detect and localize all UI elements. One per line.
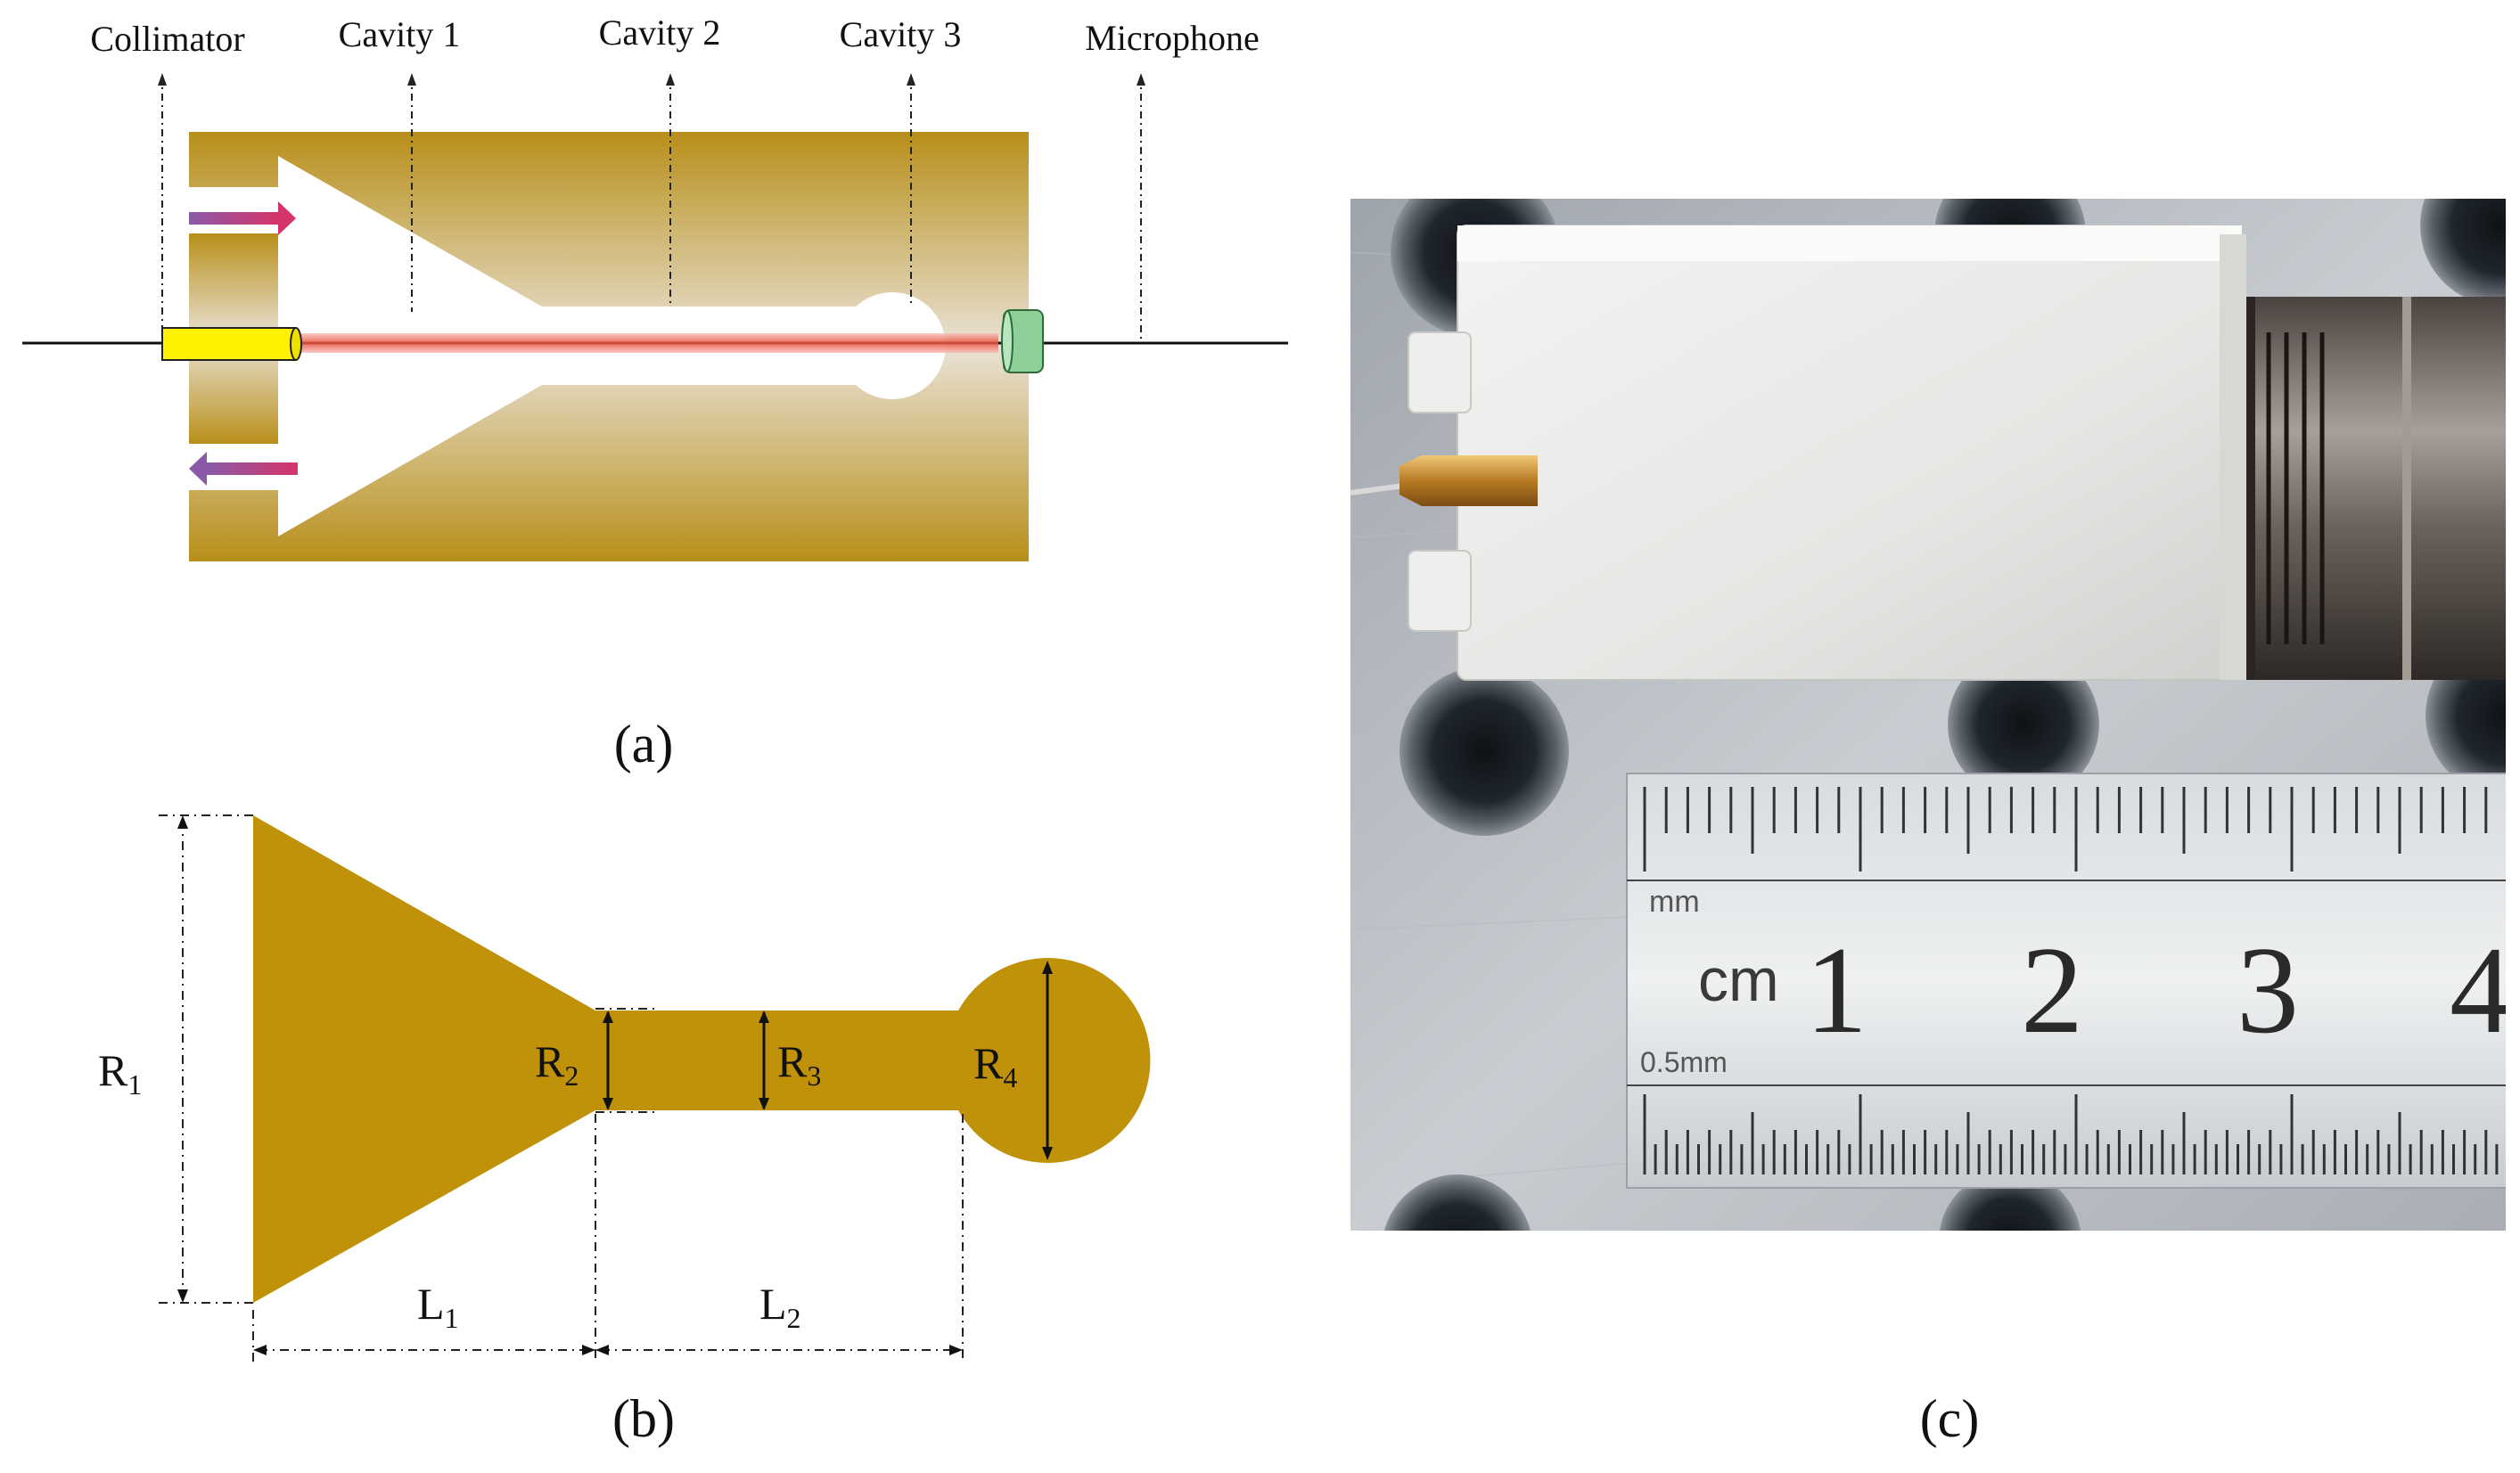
- label-r2: R2: [535, 1036, 579, 1092]
- hole: [2420, 199, 2506, 306]
- dimension-arrowheads: [177, 815, 1053, 1355]
- hole: [1400, 667, 1569, 836]
- label-cavity-2: Cavity 2: [599, 12, 721, 53]
- caption-a: (a): [614, 715, 674, 773]
- label-cavity-3: Cavity 3: [840, 14, 962, 54]
- microphone-face: [1001, 310, 1014, 372]
- ruler-unit-half-mm: 0.5mm: [1640, 1046, 1728, 1078]
- hole: [1383, 1174, 1531, 1231]
- ruler-number-1: 1: [1805, 921, 1867, 1060]
- caption-b: (b): [612, 1389, 675, 1448]
- collimator: [161, 327, 297, 361]
- photoacoustic-cell-block: [1408, 225, 2246, 681]
- label-r1: R1: [98, 1045, 142, 1101]
- label-r3: R3: [777, 1036, 821, 1092]
- leader-lines: [161, 76, 1142, 343]
- ruler-number-2: 2: [2021, 921, 2083, 1060]
- ruler-number-4: 4: [2450, 921, 2512, 1060]
- label-l1: L1: [417, 1279, 459, 1334]
- panel-c: mm cm 0.5mm 1 2 3 4 (c): [1350, 199, 2512, 1448]
- collimator-end: [290, 327, 302, 361]
- label-l2: L2: [759, 1279, 801, 1334]
- resonator-profile: [253, 815, 1151, 1303]
- leader-arrowheads: [158, 73, 1145, 86]
- label-collimator: Collimator: [90, 19, 244, 59]
- photo-setup: mm cm 0.5mm 1 2 3 4: [1350, 199, 2512, 1231]
- dimension-guides: [159, 814, 964, 1363]
- caption-c: (c): [1920, 1389, 1980, 1448]
- ruler: mm cm 0.5mm 1 2 3 4: [1626, 773, 2512, 1189]
- microphone-cylinder: [2237, 297, 2506, 680]
- ruler-bottom-ticks: [1643, 1094, 2499, 1174]
- gas-inlet-arrow: [189, 201, 296, 235]
- label-cavity-1: Cavity 1: [339, 14, 461, 54]
- ruler-top-ticks: [1643, 787, 2488, 872]
- hole: [1939, 1170, 2081, 1231]
- panel-b: R1 R2 R3 R4 L1 L2 (b): [98, 814, 1151, 1448]
- hole: [1948, 649, 2099, 800]
- gas-outlet-arrow: [189, 452, 298, 486]
- fiber-collimator: [1350, 455, 1538, 506]
- label-r4: R4: [973, 1038, 1017, 1093]
- ruler-unit-cm: cm: [1698, 946, 1779, 1014]
- ruler-unit-mm: mm: [1649, 885, 1700, 919]
- label-microphone: Microphone: [1085, 18, 1260, 58]
- panel-a: Collimator Cavity 1 Cavity 2 Cavity 3 Mi…: [22, 12, 1288, 773]
- dimension-solid-lines: [606, 964, 1049, 1157]
- ruler-number-3: 3: [2237, 921, 2299, 1060]
- laser-beam: [294, 333, 998, 353]
